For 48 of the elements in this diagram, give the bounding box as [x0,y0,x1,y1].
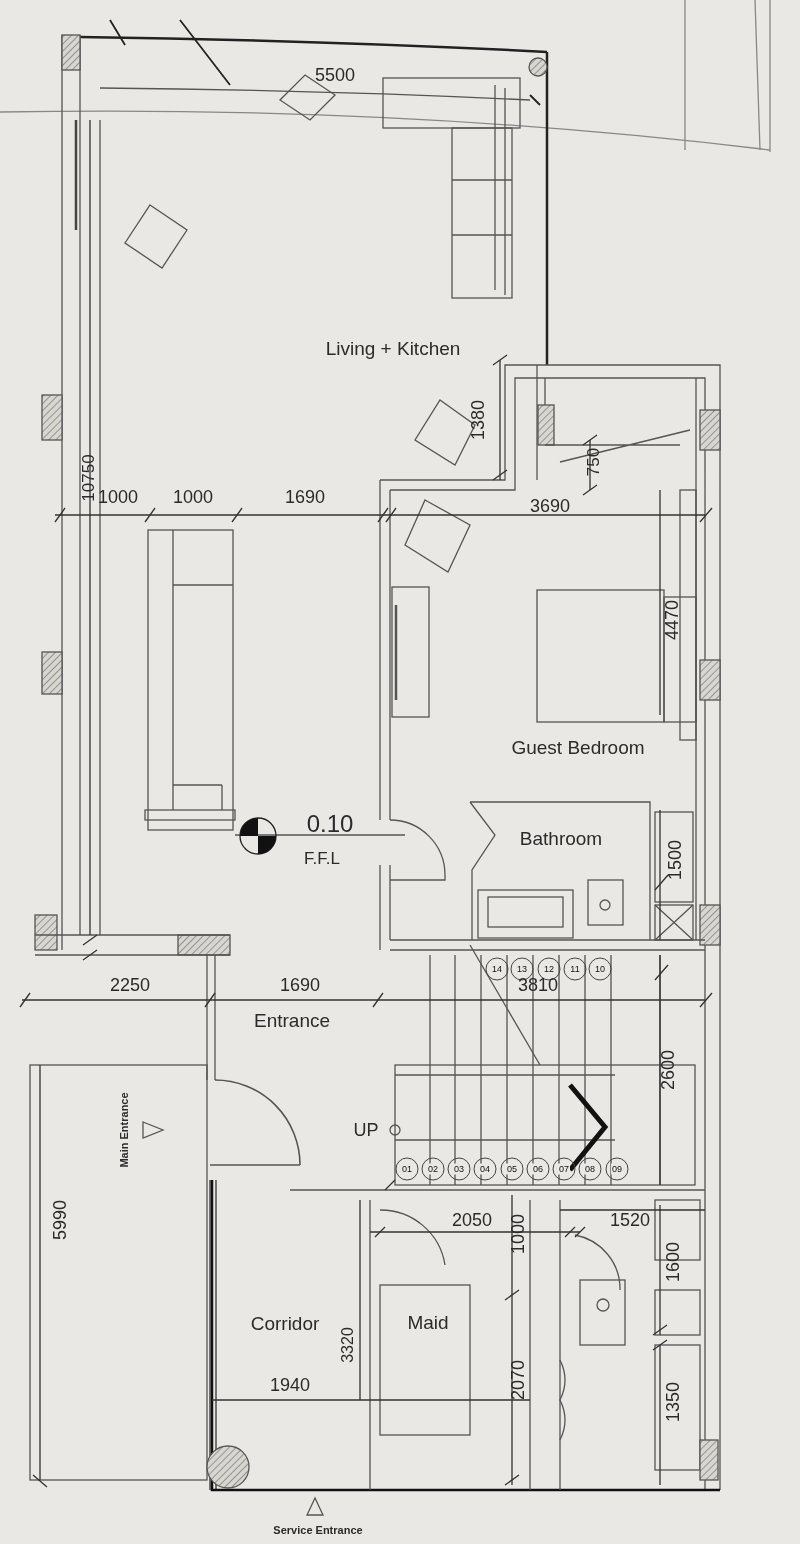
dimension-label: 1690 [280,976,320,994]
dimension-label: 1000 [509,1214,527,1254]
step-number: 13 [516,963,528,975]
step-number: 12 [543,963,555,975]
step-number: 03 [453,1163,465,1175]
dimension-label: 1380 [469,400,487,440]
step-number: 09 [611,1163,623,1175]
dimension-label: 750 [584,447,602,477]
level-label: F.F.L [304,849,340,867]
dimension-label: 3690 [530,497,570,515]
dimension-label: 2250 [110,976,150,994]
dimension-label: 1690 [285,488,325,506]
dimension-label: 1600 [664,1242,682,1282]
dimension-label: 4470 [663,600,681,640]
room-label: Maid [407,1312,449,1332]
stair-direction-label: UP [353,1121,379,1139]
dimension-label: 3810 [518,976,558,994]
step-number: 04 [479,1163,491,1175]
dimension-label: 1350 [664,1382,682,1422]
room-label: Guest Bedroom [511,737,645,757]
dimension-label: 2070 [509,1360,527,1400]
dimension-label: 1000 [98,488,138,506]
step-number: 02 [427,1163,439,1175]
dimension-label: 1500 [666,840,684,880]
step-number: 10 [594,963,606,975]
entrance-label: Main Entrance [118,1092,130,1168]
room-label: Bathroom [519,828,603,848]
step-number: 01 [401,1163,413,1175]
step-number: 05 [506,1163,518,1175]
dimension-label: 1520 [610,1211,650,1229]
step-number: 11 [569,963,581,975]
dimension-label: 1000 [173,488,213,506]
dimension-label: 2600 [659,1050,677,1090]
dimension-label: 5990 [51,1200,69,1240]
entrance-label: Service Entrance [273,1524,363,1536]
level-label: 0.10 [306,812,354,836]
step-number: 14 [491,963,503,975]
dimension-label: 10750 [79,454,97,502]
dimension-label: 5500 [315,66,355,84]
room-label: Corridor [250,1313,320,1333]
dimension-label: 1940 [270,1376,310,1394]
step-number: 08 [584,1163,596,1175]
step-number: 07 [558,1163,570,1175]
room-label: Entrance [254,1010,330,1030]
step-number: 06 [532,1163,544,1175]
dimension-label: 3320 [340,1327,356,1363]
dimension-label: 2050 [452,1211,492,1229]
room-label: Living + Kitchen [325,338,461,358]
